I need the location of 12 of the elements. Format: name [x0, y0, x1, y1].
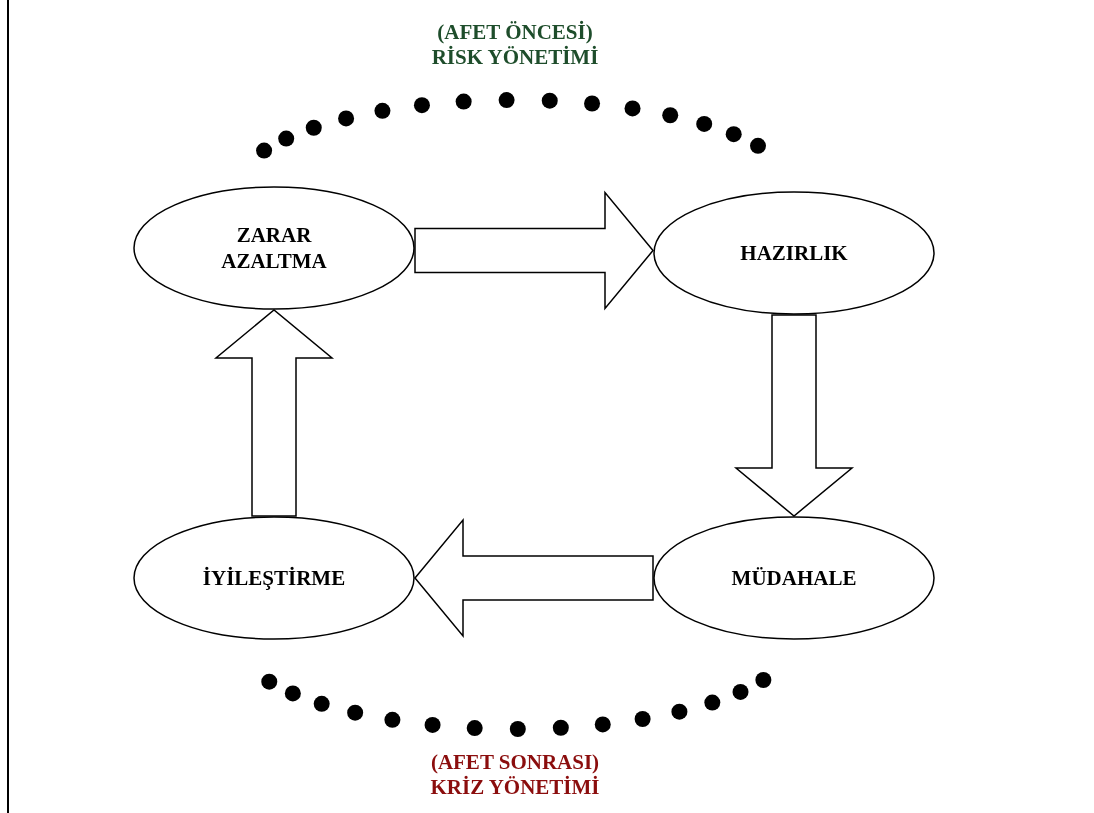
stage-label: MÜDAHALE: [730, 564, 858, 592]
stage-label: İYİLEŞTİRME: [201, 564, 347, 592]
block-arrow: [414, 190, 654, 311]
section-label: KRİZ YÖNETİMİ: [430, 775, 600, 800]
block-arrow: [213, 309, 335, 517]
section-label: RİSK YÖNETİMİ: [431, 45, 599, 70]
section-label: (AFET SONRASI): [430, 750, 600, 775]
block-arrow: [733, 314, 855, 517]
section-label: (AFET ÖNCESİ): [437, 20, 593, 45]
block-arrow: [414, 517, 654, 639]
stage-label: ZARAR AZALTMA: [220, 221, 328, 275]
stage-label: HAZIRLIK: [739, 239, 849, 267]
